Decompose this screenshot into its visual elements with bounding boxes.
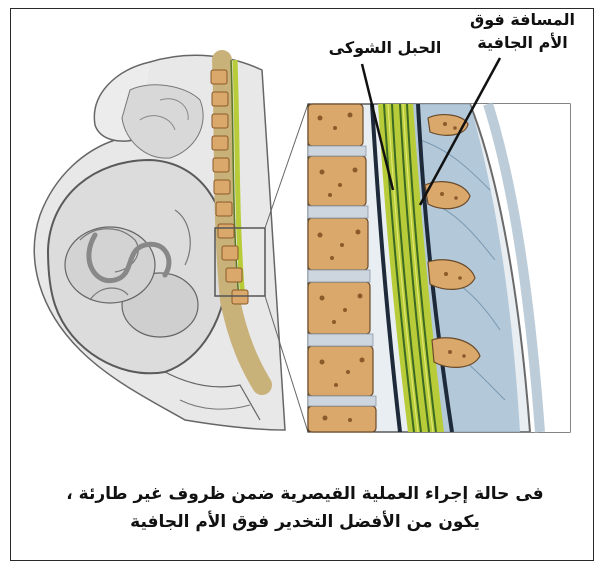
caption-line-1: فى حالة إجراء العملية القيصرية ضمن ظروف … (40, 480, 570, 508)
epidural-space-label-line2: الأم الجافية (445, 31, 600, 54)
epidural-space-label-line1: المسافة فوق (445, 8, 600, 31)
spine-detail-panel (308, 104, 570, 432)
zoom-connector-top (265, 104, 308, 228)
caption: فى حالة إجراء العملية القيصرية ضمن ظروف … (40, 480, 570, 536)
epidural-space-label: المسافة فوق الأم الجافية (445, 8, 600, 54)
caption-line-2: يكون من الأفضل التخدير فوق الأم الجافية (40, 508, 570, 536)
